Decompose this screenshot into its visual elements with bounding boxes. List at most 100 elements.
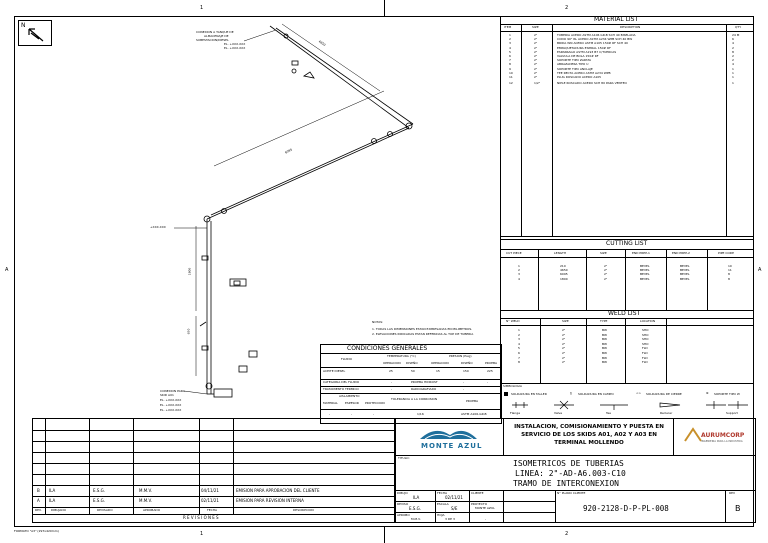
cond-esp: ESPESOR (345, 401, 359, 405)
note-2: 2. ELEVACIONES INDICADAS ESTAN REFERIDAS… (372, 332, 474, 336)
ml-desc: CODO 90° RL ACERO ASTM A234 WPB SCH 40 B… (557, 37, 633, 42)
wl-cell: BW (602, 346, 607, 351)
wl-cell: 2" (562, 350, 566, 355)
weld-list: WELD LIST N° WELD SIZE TYPE LOCATION 1 2… (500, 309, 754, 384)
bottom-callout-3: EL. +XXX.XXX (160, 398, 182, 402)
wl-cell: SHO (642, 332, 649, 337)
ml-desc: ABRAZADERA TIPO U (557, 62, 589, 67)
icon-label-4: Reducer (660, 411, 673, 415)
rev-h-rev: REV. (35, 508, 42, 512)
ml-desc: TEE RECTA ACERO ASTM A234 WPB (557, 70, 611, 75)
monte-azul-logo-icon (420, 430, 477, 440)
ml-desc: SOPORTE TIPO ZAPATA (557, 58, 592, 63)
aprobo-value: M.M.V. (411, 517, 421, 521)
ml-size: 2" (534, 49, 538, 54)
weld-closure-icon: <> (636, 391, 642, 395)
cl-cell: 8 (728, 276, 730, 281)
ml-size: 2" (534, 53, 538, 58)
cond-insul: AISLAMIENTO (339, 394, 360, 398)
drawing-title-3: TRAMO DE INTERCONEXION (513, 479, 619, 488)
ml-item: 6 (509, 53, 511, 58)
cl-cell: 2 (518, 268, 520, 273)
rev-h-drawn: DIBUJADO (51, 508, 67, 512)
cond-op2: OPERACION (431, 361, 449, 365)
wl-cell: 2" (562, 360, 566, 365)
rev-label: REVISO (397, 502, 409, 506)
cond-cor: TOLERANCIA A LA CORROSION (391, 397, 438, 401)
proyecto-label: PROYECTO (471, 502, 488, 506)
pipe-run (206, 127, 410, 220)
cond-mr-5: ASTM A106-GR.B (461, 412, 487, 416)
rev-a-drawn: ILA (49, 498, 56, 503)
cond-mr-4: 1/16 (417, 412, 424, 416)
revisions-title: R E V I S I O N E S (183, 515, 219, 520)
cl-cell: 10 (728, 264, 732, 268)
wl-cell: FLD (642, 350, 648, 355)
cl-cell: BEVEL (640, 276, 650, 281)
title-block: MONTE AZUL INSTALACION, COMISIONAMIENTO … (394, 418, 756, 523)
ml-qty: 2 (732, 58, 734, 63)
ml-qty: 2 (732, 45, 734, 50)
cl-cell: BEVEL (680, 276, 690, 281)
ml-qty: 1 (732, 70, 734, 75)
cliente-value: - (485, 517, 487, 521)
wl-cell: 7 (518, 355, 520, 360)
rev-value: E.S.G. (409, 506, 421, 511)
escala-value: S/E (451, 506, 458, 511)
wl-h4: LOCATION (640, 319, 656, 323)
wl-cell: BW (602, 337, 607, 342)
top-callout-3: SUBESTACION/DIESEL (196, 38, 229, 42)
cliente-label: CLIENTE (471, 491, 484, 495)
ml-desc: SOPORTE TIPO ANCLAJE (557, 66, 593, 71)
cond-mr-1: - (329, 412, 331, 416)
ml-item: 10 (509, 70, 513, 75)
bottom-callout-5: EL. +XXX.XXX (160, 408, 182, 412)
top-callout-5: EL. +XXX.XXX (224, 46, 246, 50)
ml-size: 2" (534, 41, 538, 46)
zone-mark-bottom-2: 2 (565, 531, 569, 537)
north-arrow: N (18, 20, 52, 46)
cond-r2-b: - (391, 380, 393, 384)
ml-item: 3 (509, 41, 511, 46)
rev-b-desc: EMISION PARA APROBACION DEL CLIENTE (236, 488, 320, 493)
cl-cell: 11 (728, 268, 732, 273)
wl-cell: FLD (642, 346, 648, 351)
rev-b-checked: E.S.G. (93, 488, 105, 493)
cl-cell: BEVEL (640, 272, 650, 277)
company-name: AURUMCORP (701, 432, 745, 439)
format-label: FORMATO "A3" (297x420mm) (14, 529, 59, 533)
cond-r3-d: - (463, 387, 465, 391)
rev-a-rev: A (37, 498, 40, 503)
table-row: 5 2" BW FLD (500, 347, 754, 352)
fecha-value: 02/11/21 (445, 495, 463, 500)
table-row: 2 2" CODO 90° RL ACERO ASTM A234 WPB SCH… (500, 38, 754, 42)
table-row: 4 1800 2" BEVEL BEVEL 8 (500, 276, 754, 282)
wl-cell: 2" (562, 328, 566, 332)
ml-qty: 6 (732, 37, 734, 42)
revisions-block: B ILA E.S.G. M.M.V. 04/11/21 EMISION PAR… (32, 418, 396, 523)
wl-cell: 2" (562, 355, 566, 360)
cond-mr-2: - (351, 412, 353, 416)
north-label: N (21, 22, 26, 29)
cl-h5: END PREP-2 (672, 251, 690, 255)
isometric-drawing (174, 23, 414, 398)
weld-list-title: WELD LIST (608, 310, 641, 317)
wl-cell: FLD (642, 355, 648, 360)
cond-op: OPERACION (383, 361, 401, 365)
zone-mark-right: A (758, 267, 762, 273)
wl-cell: FLD (642, 360, 648, 365)
ml-item: 7 (509, 58, 511, 63)
ml-item: 12 (509, 81, 513, 86)
symbol-title: SIMBOLOGIA (503, 384, 522, 388)
ml-item: 5 (509, 49, 511, 54)
weld-field-icon: ]| (570, 391, 573, 395)
symbol-item-3: SOLDADURA DE CIERRE (646, 392, 682, 396)
table-row: 2 2" BW SHO (500, 332, 754, 339)
icon-label-5: Support (726, 411, 738, 415)
cl-cell: BEVEL (680, 268, 690, 273)
rev-b-drawn: ILA (49, 488, 56, 493)
cl-cell: 1800 (560, 276, 568, 281)
wl-cell: BW (602, 350, 607, 355)
table-row: 4 2" BW SHO (500, 342, 754, 348)
aprobo-label: APROBO (397, 513, 410, 517)
